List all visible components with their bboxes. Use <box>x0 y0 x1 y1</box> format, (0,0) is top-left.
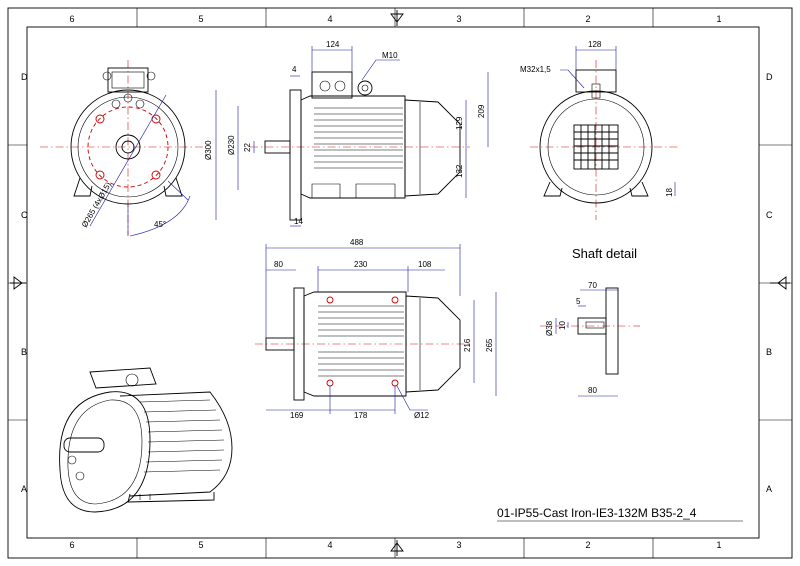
drawing-frame: 6 5 4 3 2 1 6 5 4 3 2 1 D C B A D C B A <box>7 7 793 559</box>
pcd-label: Ø265 (4xØ15) <box>80 180 113 229</box>
dim-diameter: Ø38 <box>545 320 554 336</box>
dim-overall: 488 <box>350 238 364 247</box>
side-view: 124 M10 4 Ø300 Ø230 22 129 209 132 14 <box>204 40 489 227</box>
zone-col-3-top: 3 <box>456 14 461 24</box>
dim-flange-thk: 4 <box>292 65 297 74</box>
shaft-detail: Shaft detail 70 5 Ø38 10 80 <box>540 246 640 397</box>
dim-flange-dia: Ø300 <box>204 140 213 160</box>
drawing-title: 01-IP55-Cast Iron-IE3-132M B35-2_4 <box>497 506 697 520</box>
dim-key-width: 10 <box>558 321 567 330</box>
zone-row-a-left: A <box>21 484 27 494</box>
dim-flange-bottom: 14 <box>294 217 303 226</box>
dim-length: 70 <box>588 281 597 290</box>
dim-shaft-height: 132 <box>455 164 464 178</box>
dim-foot-height: 18 <box>665 188 674 197</box>
thread-label: M10 <box>382 51 398 60</box>
zone-row-a-right: A <box>766 484 772 494</box>
zone-row-d-left: D <box>21 72 28 82</box>
zone-col-2-bottom: 2 <box>585 540 590 550</box>
front-view: Ø265 (4xØ15) 45° <box>40 60 205 237</box>
dim-outer-width: 265 <box>485 338 494 352</box>
zone-row-b-left: B <box>21 347 27 357</box>
zone-col-6-bottom: 6 <box>69 540 74 550</box>
plan-view: 488 80 230 108 216 265 169 178 Ø12 <box>255 238 497 420</box>
isometric-motor <box>59 367 233 513</box>
zone-col-2-top: 2 <box>585 14 590 24</box>
dim-foot-left: 169 <box>290 411 304 420</box>
dim-foot-spacing: 178 <box>354 411 368 420</box>
dim-total-height: 209 <box>477 104 486 118</box>
zone-col-4-bottom: 4 <box>327 540 332 550</box>
zone-col-5-top: 5 <box>198 14 203 24</box>
dim-flange-len: 80 <box>588 386 597 395</box>
hole-label: Ø12 <box>414 411 430 420</box>
zone-col-1-bottom: 1 <box>716 540 721 550</box>
zone-col-4-top: 4 <box>327 14 332 24</box>
rear-view: 128 M32x1,5 18 <box>520 40 680 220</box>
zone-col-1-top: 1 <box>716 14 721 24</box>
zone-row-c-right: C <box>766 210 773 220</box>
dim-box-height: 129 <box>455 116 464 130</box>
zone-row-c-left: C <box>21 210 28 220</box>
shaft-detail-title: Shaft detail <box>572 246 637 261</box>
dim-mid: 230 <box>354 260 368 269</box>
zone-col-5-bottom: 5 <box>198 540 203 550</box>
dim-shaft: 22 <box>243 143 252 152</box>
dim-right: 108 <box>418 260 432 269</box>
zone-row-d-right: D <box>766 72 773 82</box>
dim-inner-width: 216 <box>463 338 472 352</box>
zone-col-6-top: 6 <box>69 14 74 24</box>
dim-spigot: Ø230 <box>227 135 236 155</box>
angle-label: 45° <box>154 220 166 229</box>
zone-col-3-bottom: 3 <box>456 540 461 550</box>
dim-top-width: 124 <box>326 40 340 49</box>
dim-box-width: 128 <box>588 40 602 49</box>
dim-left: 80 <box>274 260 283 269</box>
dim-key: 5 <box>576 297 581 306</box>
zone-row-b-right: B <box>766 347 772 357</box>
gland-label: M32x1,5 <box>520 65 551 74</box>
